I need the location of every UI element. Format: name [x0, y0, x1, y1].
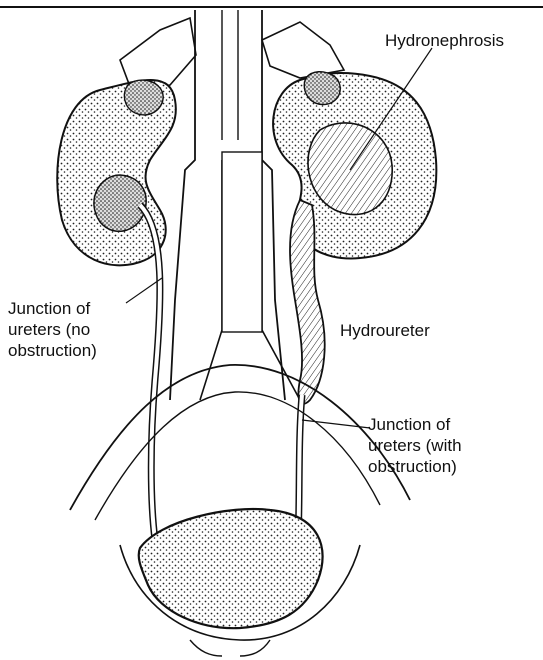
left-calyx-upper	[124, 80, 163, 115]
label-hydronephrosis: Hydronephrosis	[385, 30, 504, 51]
leader-junction-with-obstruction	[302, 420, 370, 428]
label-hydroureter: Hydroureter	[340, 320, 430, 341]
label-junction-no-obstruction: Junction of ureters (no obstruction)	[8, 298, 97, 361]
aortic-bifurcation	[222, 152, 262, 332]
pelvic-brim	[70, 365, 410, 510]
vena-cava	[222, 10, 238, 140]
label-junction-with-obstruction: Junction of ureters (with obstruction)	[368, 414, 462, 477]
bladder	[139, 509, 323, 628]
right-adrenal-gland	[262, 22, 344, 78]
left-renal-pelvis	[94, 175, 146, 231]
right-calyx-upper	[304, 72, 340, 105]
pelvic-brim-inner	[95, 392, 380, 520]
urethra	[190, 640, 270, 656]
